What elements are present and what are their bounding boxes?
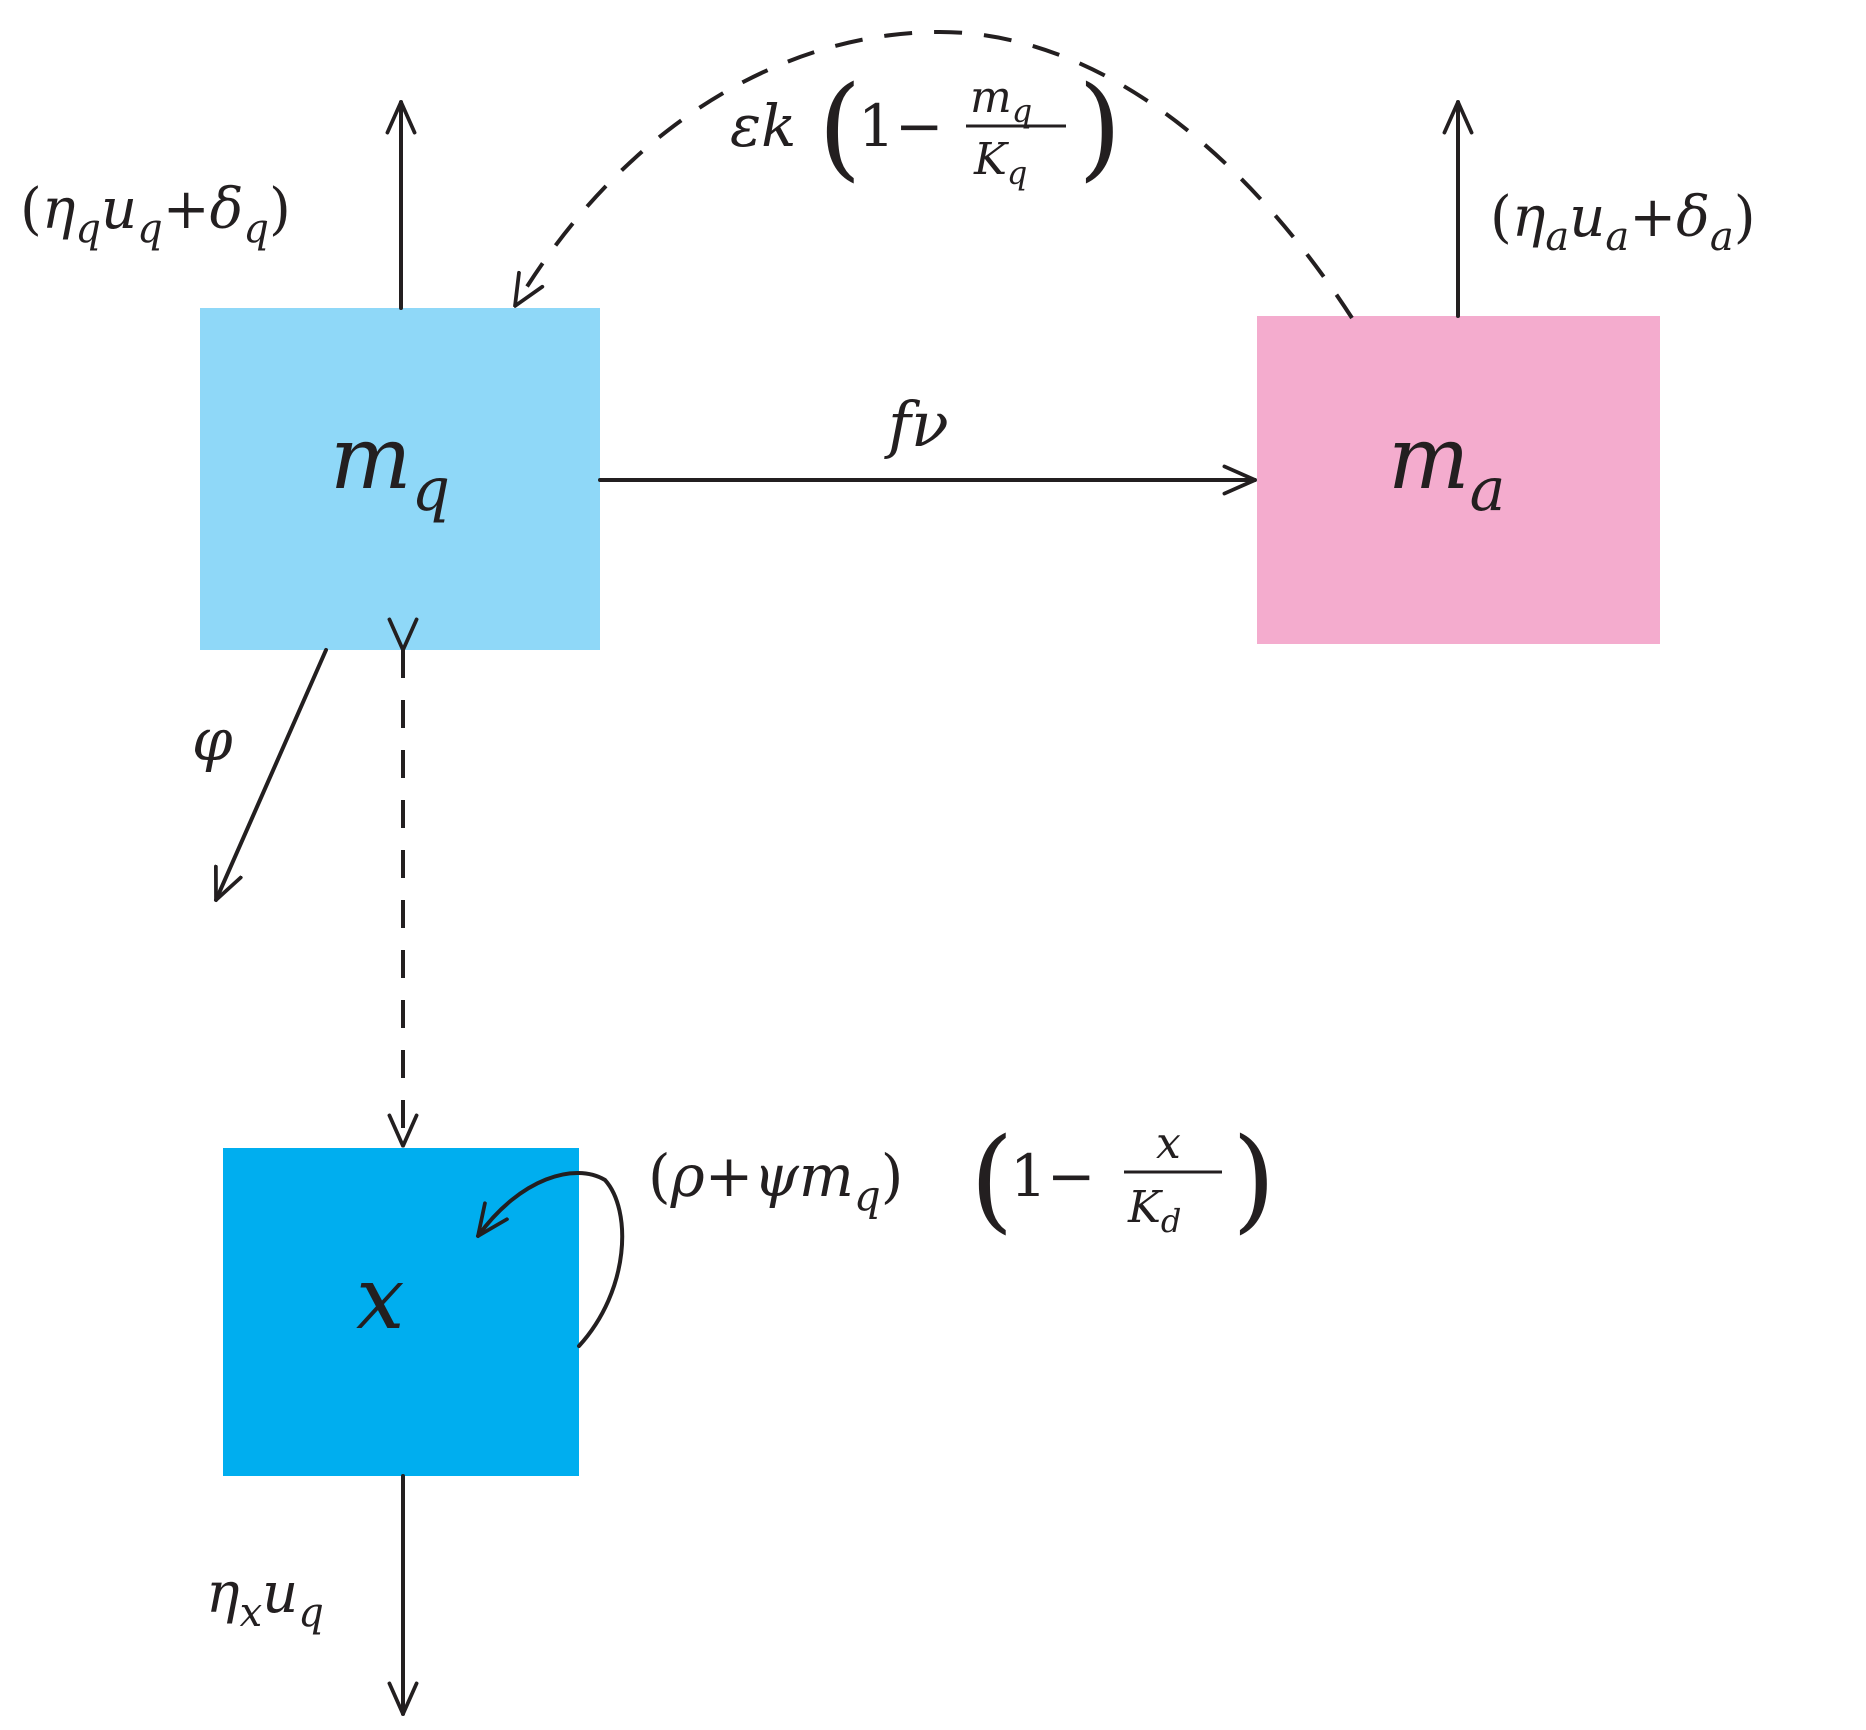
svg-text:mq: mq [970,72,1032,130]
edge-mq-out-label: (ηquq+δq) [20,177,291,252]
svg-text:1−: 1− [858,92,944,160]
svg-text:εk: εk [730,92,796,160]
node-ma-box [1257,316,1660,644]
svg-text:): ) [1232,1115,1276,1245]
svg-text:(ρ+ψmq): (ρ+ψmq) [648,1142,903,1220]
svg-text:1−: 1− [1010,1142,1096,1210]
edge-mq-phi [214,648,328,902]
edge-mq-phi-label: φ [192,706,233,774]
svg-text:): ) [1078,63,1122,193]
node-ma-label: ma [1388,409,1505,525]
edge-x-self [476,1171,625,1348]
node-x-label: x [356,1249,405,1349]
svg-text:(: ( [818,63,862,193]
svg-text:x: x [1156,1118,1181,1169]
edge-mq-to-ma-label: fν [884,388,949,461]
edge-x-out-label: ηxuq [206,1561,324,1636]
svg-text:(: ( [970,1115,1014,1245]
node-x-box [223,1148,579,1476]
node-mq-box [200,308,600,650]
node-mq-label: mq [330,409,450,525]
edge-ma-to-mq [515,30,1354,320]
edge-ma-out-label: (ηaua+δa) [1490,185,1756,260]
edge-x-self-label: (ρ+ψmq) ( 1− x Kd ) [648,1115,1276,1245]
svg-text:Kd: Kd [1127,1182,1181,1240]
svg-text:Kq: Kq [973,134,1027,192]
edge-ma-to-mq-label: εk ( 1− mq Kq ) [730,63,1122,193]
